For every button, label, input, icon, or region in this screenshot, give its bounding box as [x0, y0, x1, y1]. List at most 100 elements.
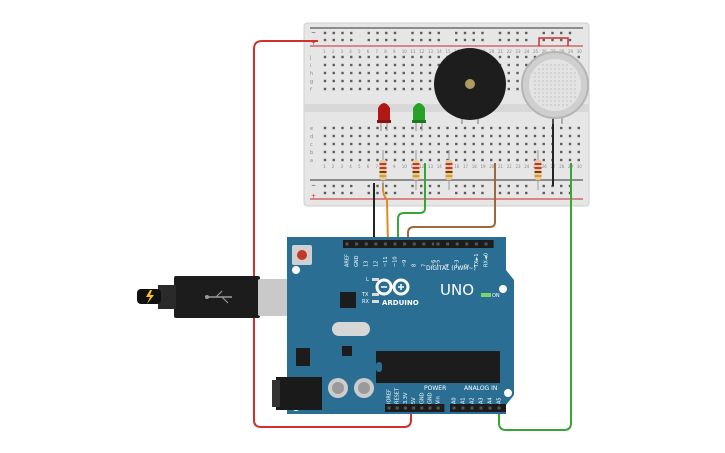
power-label: POWER — [424, 385, 446, 392]
pin-label: A0 — [452, 397, 458, 404]
wire-a5-green[interactable] — [498, 163, 572, 431]
column-number-bottom: 7 — [376, 164, 379, 169]
row-letter: a — [310, 158, 313, 164]
resistor[interactable] — [445, 150, 453, 190]
wire-pin10-green[interactable] — [397, 163, 426, 246]
pin-label: GND — [428, 392, 434, 404]
regulator — [296, 348, 310, 366]
column-number-bottom: 20 — [489, 164, 495, 169]
pin-label: A2 — [470, 397, 476, 404]
column-number-bottom: 3 — [341, 164, 344, 169]
row-letter: e — [310, 126, 313, 132]
column-number-bottom: 1 — [323, 164, 326, 169]
column-number-top: 13 — [428, 49, 434, 54]
pin-label: GND — [354, 255, 360, 267]
arduino-logo — [375, 278, 410, 296]
pin-label: ~9 — [402, 260, 408, 267]
on-indicator: ON — [481, 293, 500, 299]
column-number-top: 7 — [376, 49, 379, 54]
pin-label: 12 — [373, 261, 379, 267]
column-number-top: 5 — [358, 49, 361, 54]
pin-label: GND — [419, 392, 425, 404]
small-chip — [342, 346, 352, 356]
wires — [253, 37, 572, 431]
usb-icon — [205, 290, 232, 304]
pin-label: IOREF — [387, 389, 393, 404]
pin-label: TX►1 — [474, 253, 480, 268]
resistor[interactable] — [412, 150, 420, 190]
row-letter: g — [310, 79, 313, 85]
column-number-top: 10 — [402, 49, 408, 54]
column-number-top: 21 — [498, 49, 504, 54]
analog-label: ANALOG IN — [464, 385, 497, 392]
column-number-bottom: 30 — [577, 164, 583, 169]
crystal — [332, 322, 370, 336]
column-number-bottom: 17 — [463, 164, 469, 169]
red-led[interactable] — [377, 103, 391, 131]
column-number-bottom: 6 — [367, 164, 370, 169]
arduino-uno[interactable]: ARDUINO UNO DIGITAL (PWM~) POWER ANALOG … — [272, 237, 514, 414]
column-number-top: 1 — [323, 49, 326, 54]
column-number-bottom: 16 — [454, 164, 460, 169]
pin-label: 8 — [412, 264, 418, 267]
usb-cable[interactable] — [137, 276, 318, 318]
row-letter: i — [310, 63, 311, 69]
pin-label: 2 — [464, 264, 470, 267]
column-number-top: 28 — [559, 49, 565, 54]
column-number-bottom: 21 — [498, 164, 504, 169]
column-number-top: 8 — [384, 49, 387, 54]
row-letter: h — [310, 71, 313, 77]
green-led[interactable] — [412, 103, 426, 131]
reset-button[interactable] — [292, 245, 312, 265]
column-number-top: 22 — [507, 49, 513, 54]
pin-label: 13 — [364, 261, 370, 267]
column-number-top: 15 — [446, 49, 452, 54]
resistors — [379, 150, 542, 190]
resistor[interactable] — [379, 150, 387, 190]
column-number-bottom: 14 — [437, 164, 443, 169]
wire-pin9-brown[interactable] — [407, 163, 496, 246]
column-number-bottom: 10 — [402, 164, 408, 169]
atmega-chip — [376, 351, 500, 383]
rail-minus-top: − — [311, 29, 316, 36]
column-number-bottom: 23 — [516, 164, 522, 169]
pin-label: ~3 — [455, 260, 461, 267]
pin-label: ~11 — [383, 256, 389, 267]
pin-label: 4 — [445, 264, 451, 267]
usb-chip — [340, 292, 356, 308]
column-number-top: 26 — [542, 49, 548, 54]
piezo-buzzer[interactable] — [434, 48, 506, 124]
pin-label: ~10 — [393, 256, 399, 267]
rail-plus-bottom: + — [311, 193, 316, 200]
column-number-top: 25 — [533, 49, 539, 54]
l-led-label: L — [366, 277, 369, 283]
lightning-icon — [146, 290, 154, 304]
column-number-bottom: 18 — [472, 164, 478, 169]
column-number-bottom: 28 — [559, 164, 565, 169]
capacitors — [328, 378, 374, 398]
sensor-mesh — [534, 64, 576, 106]
resistor[interactable] — [534, 150, 542, 190]
wire-5v-red[interactable] — [253, 40, 412, 428]
gas-sensor[interactable] — [521, 51, 589, 124]
tx-led-label: TX — [361, 292, 369, 298]
status-leds: L TX RX — [361, 277, 379, 305]
rail-minus-bottom: − — [311, 182, 316, 189]
pin-label: A3 — [479, 397, 485, 404]
column-number-top: 3 — [341, 49, 344, 54]
power-jack[interactable] — [272, 377, 322, 410]
row-letter: j — [309, 55, 311, 61]
pin-label: RESET — [395, 387, 401, 404]
column-number-bottom: 12 — [419, 164, 425, 169]
column-number-bottom: 24 — [524, 164, 530, 169]
column-number-top: 4 — [349, 49, 352, 54]
column-number-bottom: 9 — [393, 164, 396, 169]
wire-rail-jumper[interactable] — [538, 37, 569, 46]
row-letter: b — [310, 150, 313, 156]
